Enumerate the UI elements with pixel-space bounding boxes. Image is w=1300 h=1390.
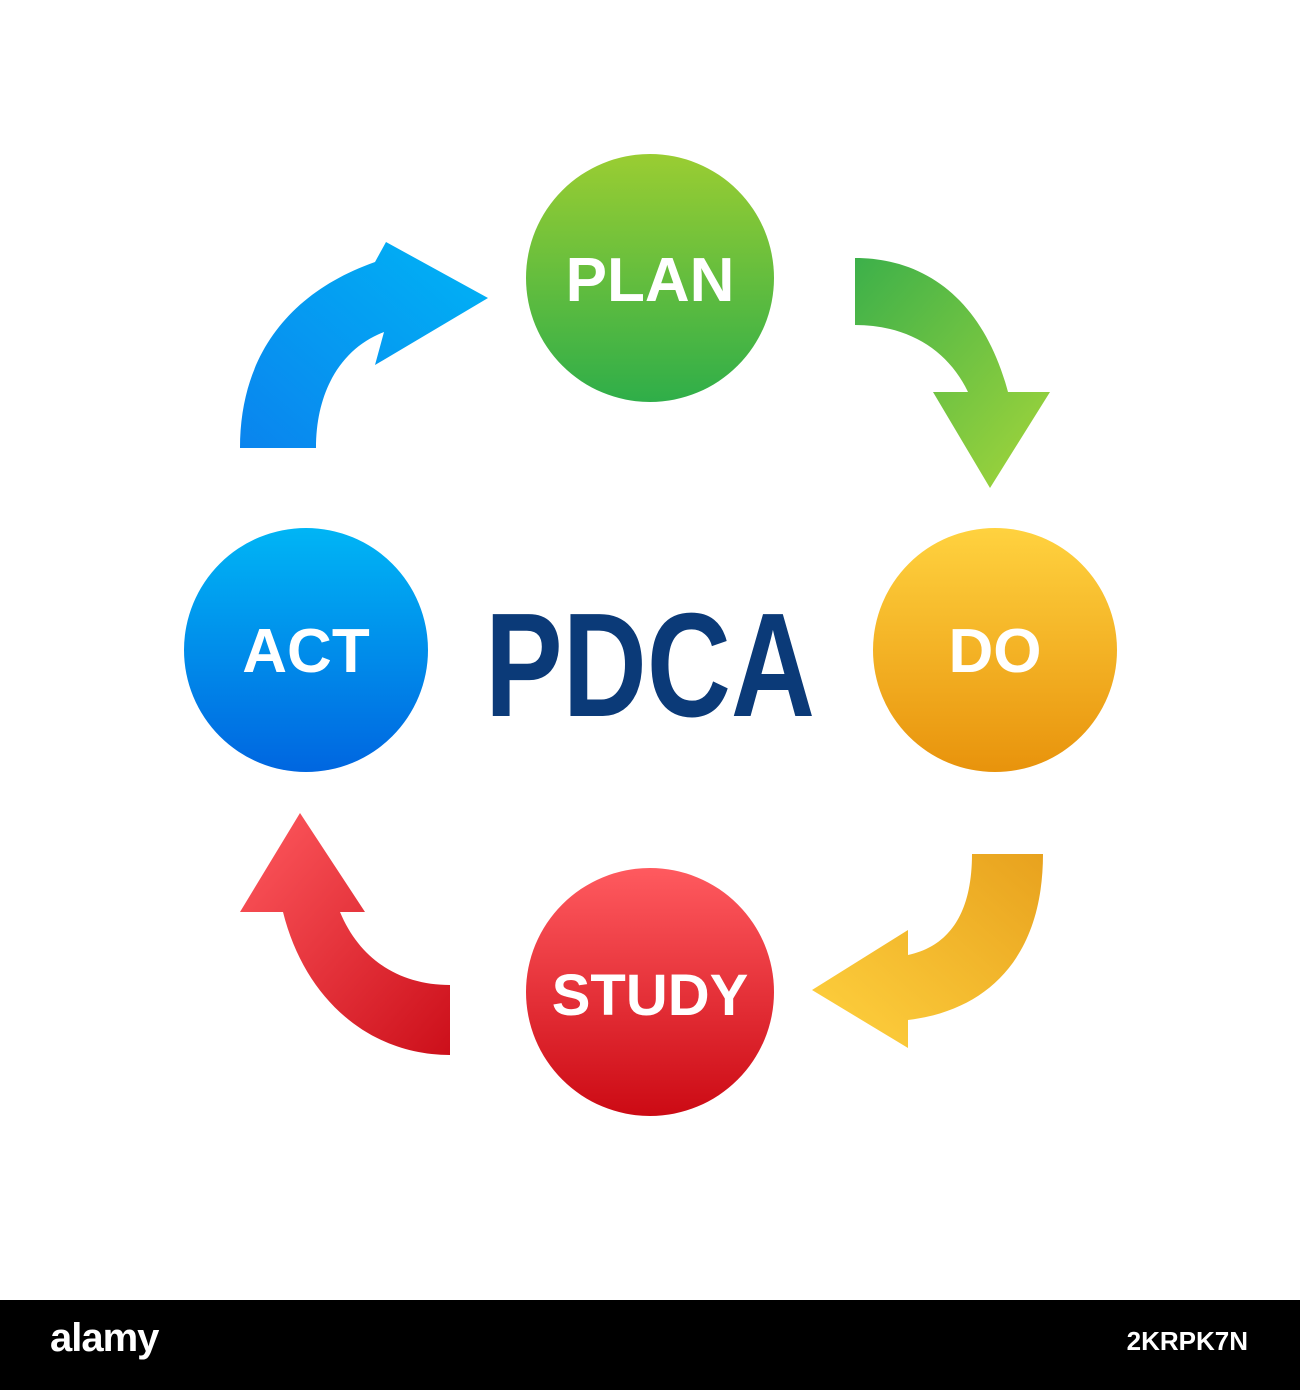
arrow-act-to-plan: [240, 242, 488, 448]
arrow-do-to-study: [812, 854, 1043, 1048]
node-act-label: ACT: [242, 617, 370, 686]
footer-bar: [0, 1300, 1300, 1390]
center-title: PDCA: [485, 583, 815, 748]
node-plan: PLAN: [526, 154, 774, 402]
image-id-label: 2KRPK7N: [1126, 1326, 1248, 1356]
node-plan-label: PLAN: [566, 246, 735, 315]
brand-logo: alamy: [50, 1316, 159, 1360]
arrow-study-to-act: [240, 813, 450, 1055]
node-do-label: DO: [949, 617, 1042, 686]
node-act: ACT: [184, 528, 428, 772]
arrow-plan-to-do: [855, 258, 1050, 488]
node-do: DO: [873, 528, 1117, 772]
node-study-label: STUDY: [552, 963, 749, 1028]
pdca-cycle-diagram: PLAN DO STUDY ACT PDCA: [184, 154, 1117, 1116]
node-study: STUDY: [526, 868, 774, 1116]
